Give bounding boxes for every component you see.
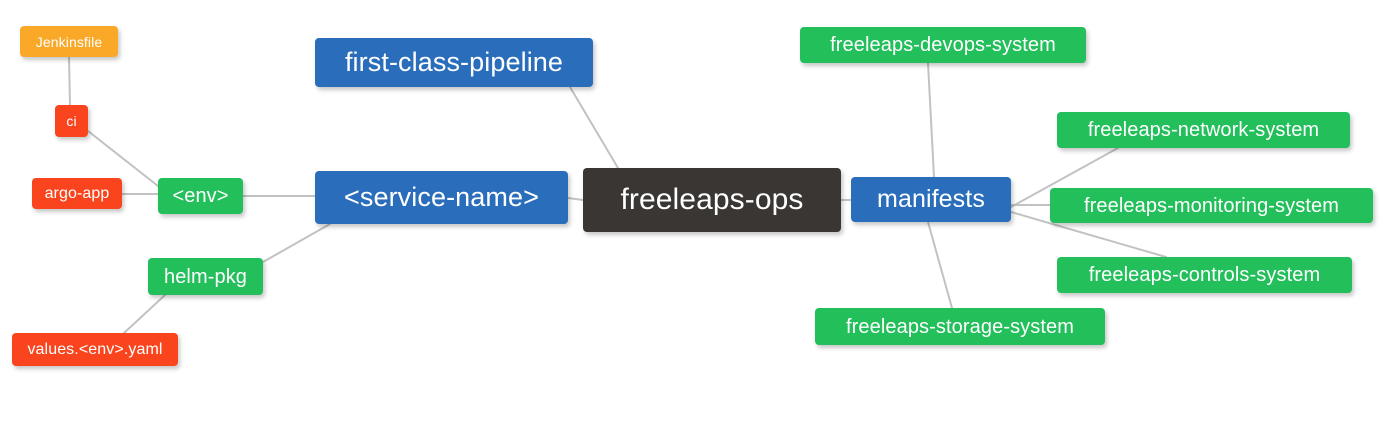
edge-freeleaps-ops-to-service-name: [567, 197, 584, 201]
node-label: freeleaps-network-system: [1087, 119, 1320, 141]
node-label: helm-pkg: [163, 265, 248, 288]
node-label: values.<env>.yaml: [27, 340, 163, 358]
node-label: <env>: [172, 185, 229, 207]
mindmap-node-ci[interactable]: ci: [55, 105, 88, 137]
node-label: argo-app: [44, 184, 110, 202]
mindmap-node-first-class-pipeline[interactable]: first-class-pipeline: [315, 38, 593, 87]
node-label: freeleaps-monitoring-system: [1083, 194, 1339, 217]
mindmap-node-values-env-yaml[interactable]: values.<env>.yaml: [12, 333, 178, 366]
node-label: freeleaps-controls-system: [1088, 264, 1321, 286]
mindmap-node-freeleaps-controls-system[interactable]: freeleaps-controls-system: [1057, 257, 1352, 293]
edge-service-name-to-helm-pkg: [262, 223, 331, 263]
node-label: manifests: [877, 185, 985, 213]
mindmap-node-argo-app[interactable]: argo-app: [32, 178, 122, 209]
node-label: freeleaps-devops-system: [830, 34, 1056, 56]
edge-freeleaps-ops-to-first-class-pipeline: [569, 86, 619, 169]
node-label: <service-name>: [344, 182, 539, 212]
mindmap-node-freeleaps-devops-system[interactable]: freeleaps-devops-system: [800, 27, 1086, 63]
mindmap-node-freeleaps-network-system[interactable]: freeleaps-network-system: [1057, 112, 1350, 148]
node-label: freeleaps-ops: [620, 183, 804, 216]
mindmap-node-freeleaps-storage-system[interactable]: freeleaps-storage-system: [815, 308, 1105, 345]
mindmap-node-jenkinsfile[interactable]: Jenkinsfile: [20, 26, 118, 57]
edge-helm-pkg-to-values-env-yaml: [123, 294, 166, 334]
edge-manifests-to-freeleaps-storage-system: [927, 221, 953, 309]
node-label: first-class-pipeline: [344, 47, 564, 77]
mindmap-node-freeleaps-monitoring-system[interactable]: freeleaps-monitoring-system: [1050, 188, 1373, 223]
mindmap-node-service-name[interactable]: <service-name>: [315, 171, 568, 224]
node-label: ci: [66, 113, 77, 129]
mindmap-node-freeleaps-ops[interactable]: freeleaps-ops: [583, 168, 841, 232]
node-label: Jenkinsfile: [35, 33, 103, 50]
mindmap-node-env[interactable]: <env>: [158, 178, 243, 214]
mindmap-node-manifests[interactable]: manifests: [851, 177, 1011, 222]
edge-ci-to-jenkinsfile: [68, 56, 71, 106]
node-label: freeleaps-storage-system: [845, 315, 1075, 338]
edge-manifests-to-freeleaps-devops-system: [927, 62, 935, 178]
mindmap-node-helm-pkg[interactable]: helm-pkg: [148, 258, 263, 295]
